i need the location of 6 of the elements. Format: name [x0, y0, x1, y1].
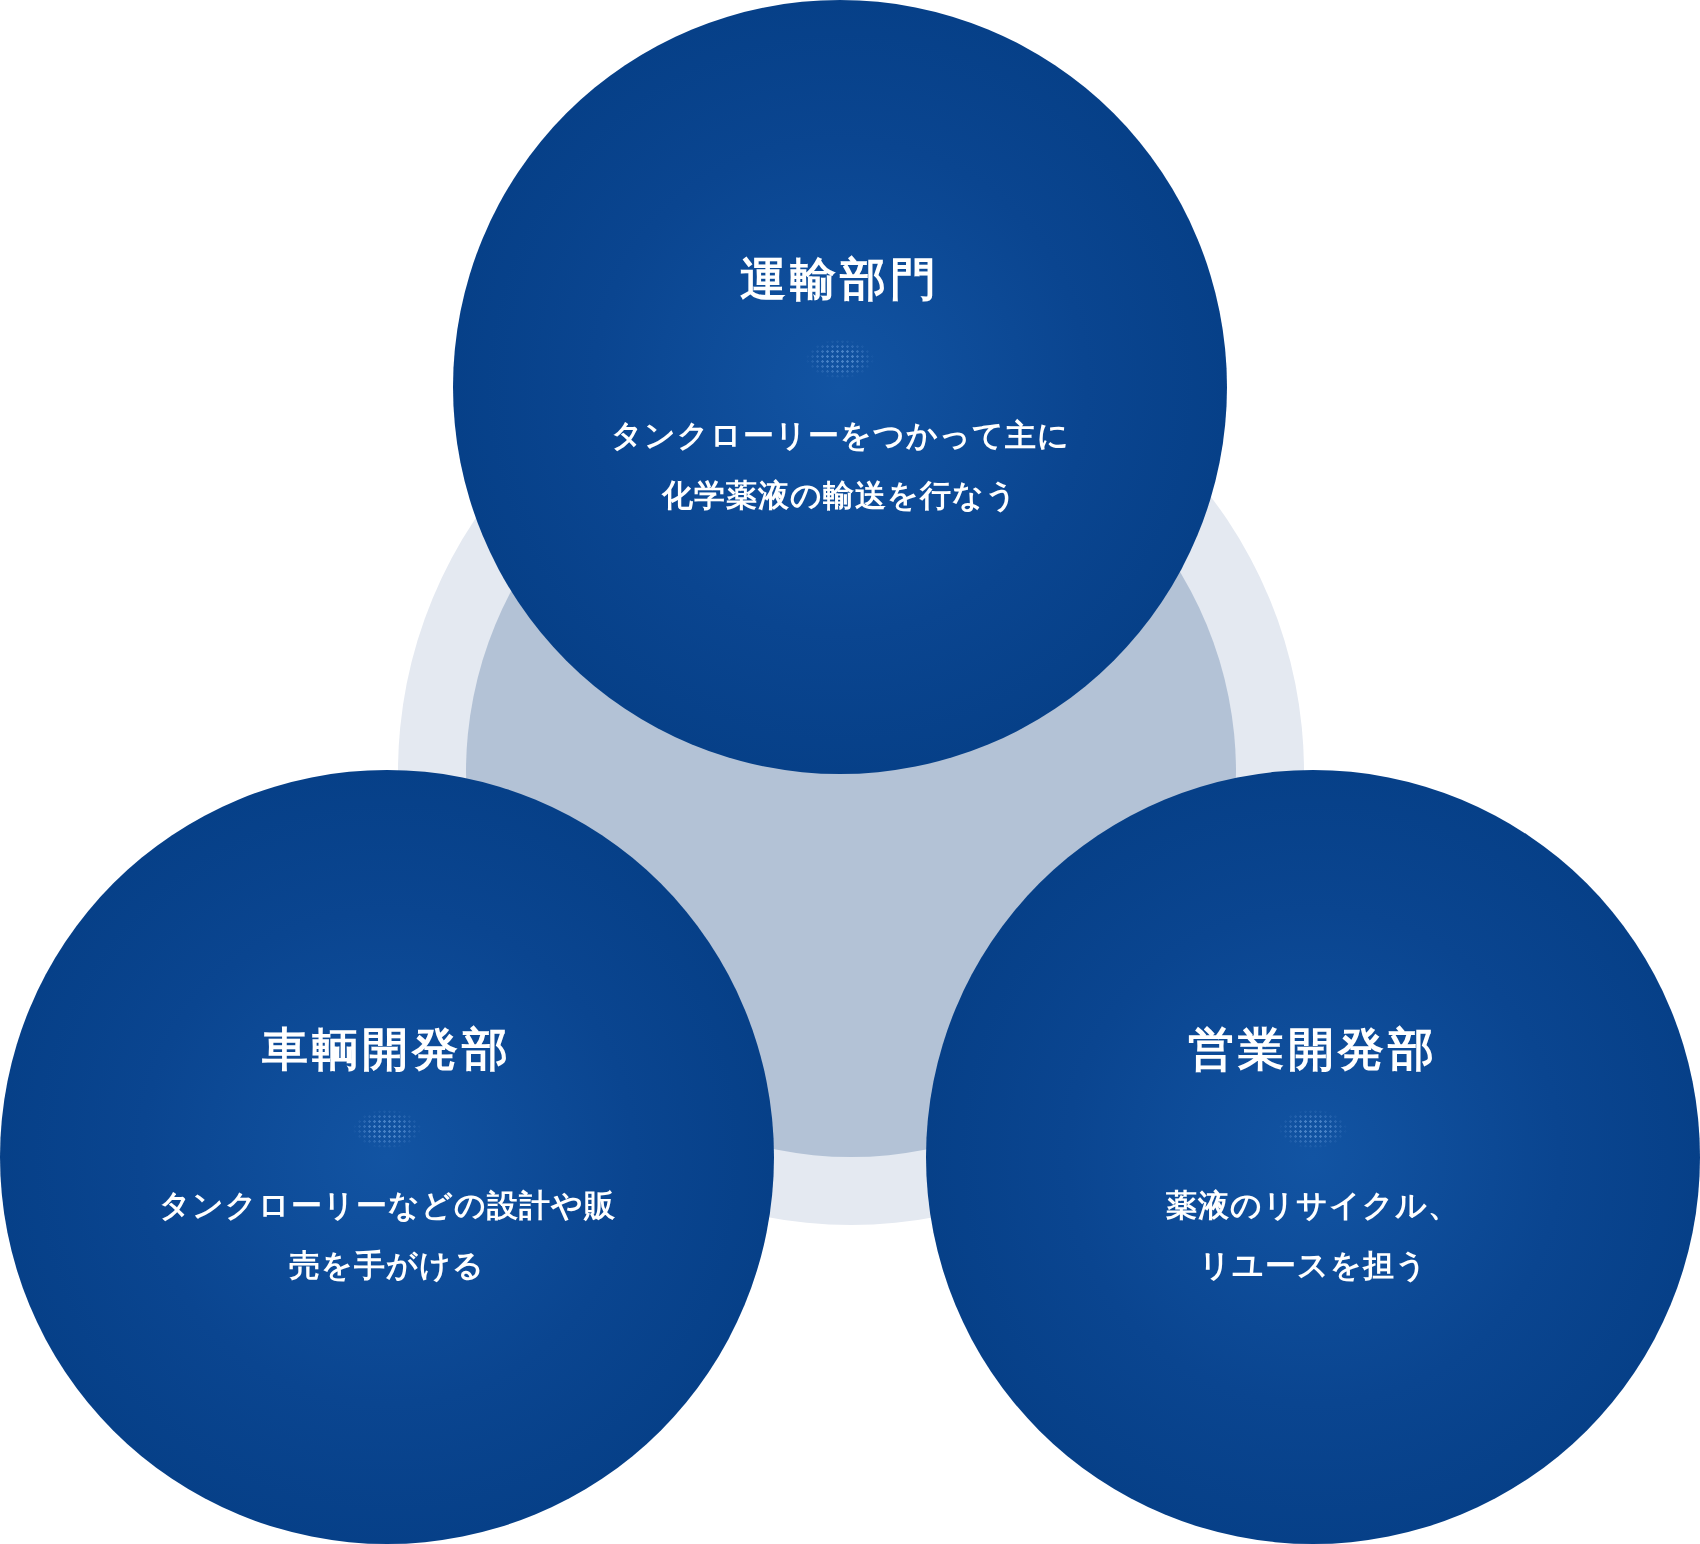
- department-title: 営業開発部: [1188, 1021, 1438, 1078]
- description-text: タンクローリーなどの設計や販売を手がける: [157, 1186, 617, 1285]
- department-title: 運輸部門: [740, 251, 940, 308]
- description-text: 薬液のリサイクル、リユースを担う: [1165, 1186, 1461, 1285]
- department-title: 車輌開発部: [262, 1021, 512, 1078]
- description-text: タンクローリーをつかって主に化学薬液の輸送を行なう: [609, 416, 1071, 515]
